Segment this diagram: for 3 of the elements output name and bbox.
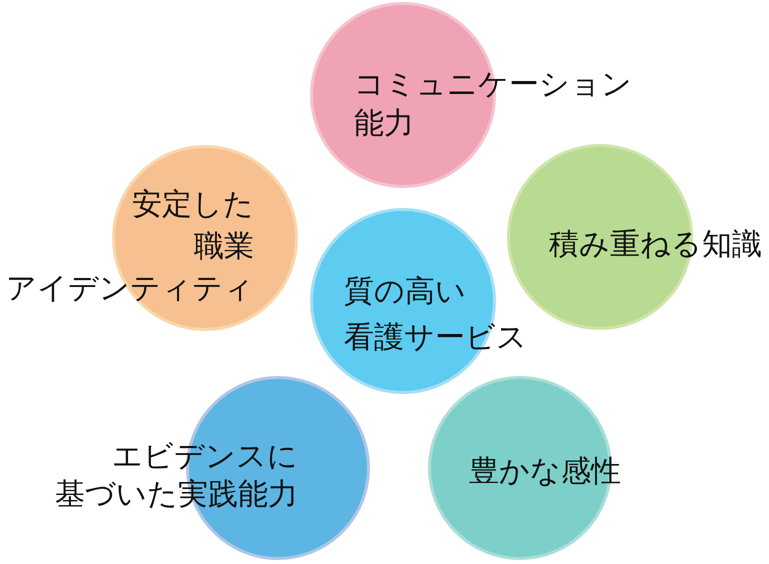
topic-label: 安定した職業アイデンティティ bbox=[6, 186, 254, 308]
topic-label: コミュニケーション能力 bbox=[354, 66, 632, 143]
topic-label: 積み重ねる知識 bbox=[549, 226, 762, 264]
